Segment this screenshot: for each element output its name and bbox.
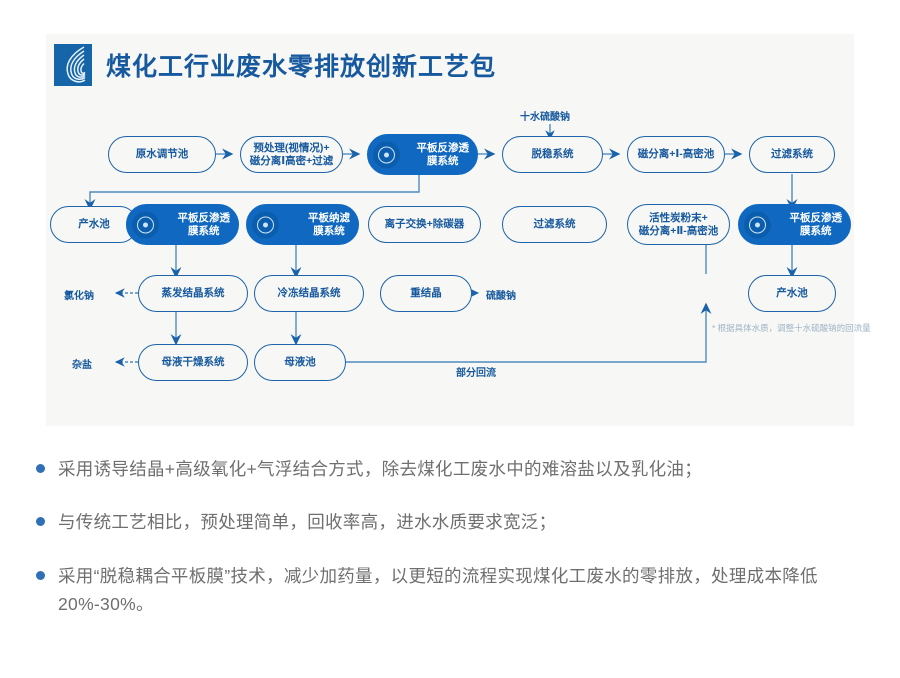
bullet-list: 采用诱导结晶+高级氧化+气浮结合方式，除去煤化工废水中的难溶盐以及乳化油； 与传…	[36, 455, 876, 643]
bullet-dot-icon	[36, 570, 45, 580]
diagram-footnote: * 根据具体水质，调整十水硫酸钠的回流量	[712, 323, 871, 333]
flow-node-mother-liquor-drying[interactable]: 母液干燥系统	[138, 344, 248, 381]
membrane-target-icon	[373, 141, 400, 168]
process-flow-diagram: 原水调节池 预处理(视情况)+磁分离Ⅰ高密+过滤 平板反渗透膜系统 脱稳系统 磁…	[46, 34, 871, 426]
flow-node-recrystallization[interactable]: 重结晶	[380, 275, 472, 312]
bullet-text: 采用“脱稳耦合平板膜”技术，减少加药量，以更短的流程实现煤化工废水的零排放，处理…	[58, 565, 818, 615]
flow-node-label: 离子交换+除碳器	[384, 218, 465, 231]
flow-node-label: 冷冻结晶系统	[277, 287, 341, 300]
flow-node-mother-liquor-tank[interactable]: 母液池	[254, 344, 346, 381]
membrane-target-icon	[744, 211, 771, 238]
flow-node-raw-water-tank[interactable]: 原水调节池	[108, 136, 216, 173]
flow-node-filtration-2[interactable]: 过滤系统	[502, 206, 607, 243]
water-drop-rings-logo-icon	[54, 44, 92, 86]
flow-node-activated-carbon-magnetic-sep-2[interactable]: 活性炭粉末+磁分离+Ⅱ-高密池	[627, 204, 730, 245]
bullet-text: 与传统工艺相比，预处理简单，回收率高，进水水质要求宽泛；	[58, 512, 557, 533]
diagram-card: 煤化工行业废水零排放创新工艺包	[46, 34, 871, 426]
flow-node-label: 原水调节池	[135, 148, 189, 161]
card-header: 煤化工行业废水零排放创新工艺包	[54, 44, 496, 86]
label-mixed-salt: 杂盐	[72, 360, 92, 371]
flow-node-label: 过滤系统	[771, 148, 813, 161]
label-sodium-chloride: 氯化钠	[64, 291, 94, 302]
flow-node-label: 活性炭粉末+磁分离+Ⅱ-高密池	[638, 211, 719, 237]
flow-node-filtration-1[interactable]: 过滤系统	[749, 136, 835, 173]
flow-node-freeze-crystallization[interactable]: 冷冻结晶系统	[254, 275, 364, 312]
label-partial-return: 部分回流	[456, 368, 496, 379]
bullet-item: 采用“脱稳耦合平板膜”技术，减少加药量，以更短的流程实现煤化工废水的零排放，处理…	[36, 562, 876, 619]
page-title: 煤化工行业废水零排放创新工艺包	[106, 53, 497, 81]
bullet-item: 采用诱导结晶+高级氧化+气浮结合方式，除去煤化工废水中的难溶盐以及乳化油；	[36, 455, 876, 483]
bullet-text: 采用诱导结晶+高级氧化+气浮结合方式，除去煤化工废水中的难溶盐以及乳化油；	[58, 459, 703, 479]
flow-node-flat-ro-membrane-2[interactable]: 平板反渗透膜系统	[126, 204, 239, 245]
flow-node-label: 平板纳滤膜系统	[308, 211, 350, 237]
flow-node-label: 产水池	[78, 218, 110, 231]
membrane-target-icon	[132, 211, 159, 238]
label-sodium-sulfate: 硫酸钠	[486, 291, 516, 302]
flow-node-label: 平板反渗透膜系统	[177, 211, 231, 237]
flow-node-flat-ro-membrane-1[interactable]: 平板反渗透膜系统	[367, 134, 478, 175]
flow-node-pretreatment[interactable]: 预处理(视情况)+磁分离Ⅰ高密+过滤	[240, 136, 343, 173]
flow-node-flat-nf-membrane[interactable]: 平板纳滤膜系统	[246, 204, 359, 245]
membrane-target-icon	[252, 211, 279, 238]
flow-node-label: 产水池	[776, 287, 808, 300]
flow-node-magnetic-sep-1[interactable]: 磁分离+Ⅰ-高密池	[627, 136, 725, 173]
flow-node-ion-exchange-decarbonator[interactable]: 离子交换+除碳器	[368, 206, 481, 243]
flow-node-label: 平板反渗透膜系统	[789, 211, 843, 237]
flow-node-label: 预处理(视情况)+磁分离Ⅰ高密+过滤	[249, 141, 334, 167]
bullet-dot-icon	[36, 464, 45, 473]
flow-node-label: 磁分离+Ⅰ-高密池	[637, 148, 715, 161]
label-decahydrate: 十水硫酸钠	[520, 112, 570, 123]
flow-node-label: 母液干燥系统	[161, 356, 225, 369]
flow-node-flat-ro-membrane-3[interactable]: 平板反渗透膜系统	[738, 204, 851, 245]
flow-node-label: 母液池	[284, 356, 316, 369]
flow-node-label: 过滤系统	[533, 218, 576, 231]
bullet-item: 与传统工艺相比，预处理简单，回收率高，进水水质要求宽泛；	[36, 508, 876, 536]
flow-node-label: 重结晶	[410, 287, 442, 300]
bullet-dot-icon	[36, 517, 45, 527]
flow-node-destabilization[interactable]: 脱稳系统	[502, 136, 603, 173]
flow-node-product-water-tank-left[interactable]: 产水池	[50, 206, 138, 243]
flow-node-label: 脱稳系统	[531, 148, 574, 161]
flow-node-evaporative-crystallization[interactable]: 蒸发结晶系统	[138, 275, 248, 312]
flow-node-label: 平板反渗透膜系统	[416, 141, 470, 167]
flow-node-product-water-tank-right[interactable]: 产水池	[748, 275, 836, 312]
flow-node-label: 蒸发结晶系统	[161, 287, 225, 300]
